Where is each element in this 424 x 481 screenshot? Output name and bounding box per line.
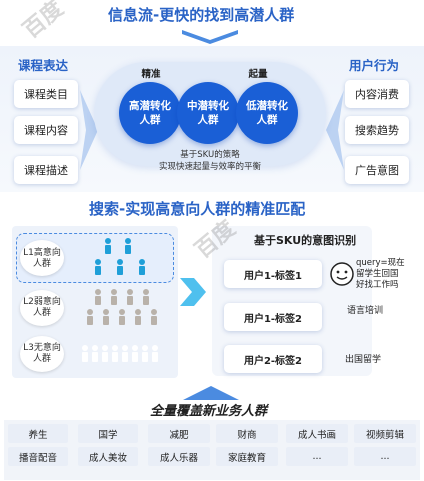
biz-financial-literacy: 财商 [216,424,278,443]
biz-adult-instruments: 成人乐器 [148,447,210,466]
user1-tag1-box: 用户1-标签1 [224,260,322,288]
low-potential-label: 低潜转化人群 [246,100,288,126]
section3-title: 全量覆盖新业务人群 [150,404,268,419]
business-grid-background [4,420,420,480]
high-potential-label: 高潜转化人群 [129,100,171,126]
course-content-box: 课程内容 [14,116,78,144]
high-potential-circle: 高潜转化人群 [119,82,181,144]
sku-intent-title: 基于SKU的意图识别 [254,234,357,247]
strategy-line-2: 实现快速起量与效率的平衡 [158,162,261,172]
query-text: query=现在留学生回国好找工作吗 [356,258,405,290]
section1-title: 信息流-更快的找到高潜人群 [108,6,295,24]
content-consumption-box: 内容消费 [345,80,409,108]
biz-chinese-studies: 国学 [78,424,138,443]
high-intent-people-icon [95,238,145,275]
strategy-line-1: 基于SKU的策略 [180,150,240,160]
course-category-box: 课程类目 [14,80,78,108]
user-avatar-icon [330,262,354,286]
level3-label: L3无意向人群 [23,343,61,364]
biz-health-preservation: 养生 [8,424,68,443]
volume-label: 起量 [248,69,268,80]
left-funnel-arrows [80,90,98,170]
ad-intent-box: 广告意图 [345,156,409,184]
level2-circle [20,290,64,326]
user2-tag2-box: 用户2-标签2 [224,345,322,373]
outcome-language-training: 语言培训 [347,306,384,316]
search-trend-box: 搜索趋势 [345,116,409,144]
precise-label: 精准 [141,69,161,80]
level1-circle [20,240,64,276]
section2-title: 搜索-实现高意向人群的精准匹配 [89,200,306,218]
biz-broadcasting-dubbing: 播音配音 [8,447,68,466]
outcome-study-abroad: 出国留学 [345,355,382,365]
biz-adult-calligraphy: 成人书画 [286,424,348,443]
user1-tag2-box: 用户1-标签2 [224,303,322,331]
biz-more-2: ... [354,447,416,466]
right-funnel-arrows [326,90,344,170]
level2-label: L2弱意向人群 [23,297,61,318]
level1-label: L1高意向人群 [23,248,61,269]
level3-circle [20,336,64,372]
weak-intent-people-icon [87,289,157,325]
mid-potential-circle: 中潜转化人群 [177,82,239,144]
course-description-box: 课程描述 [14,156,78,184]
watermark-top-left: 百度 [18,0,69,44]
biz-video-editing: 视频剪辑 [354,424,416,443]
chevron-down-icon [182,30,238,44]
left-column-header: 课程表达 [18,58,69,73]
chevron-up-icon [183,386,239,400]
no-intent-people-icon [82,345,158,362]
biz-weight-loss: 减肥 [148,424,210,443]
biz-family-education: 家庭教育 [216,447,278,466]
low-potential-circle: 低潜转化人群 [236,82,298,144]
right-column-header: 用户行为 [349,58,400,73]
mid-potential-label: 中潜转化人群 [187,100,229,126]
biz-adult-makeup: 成人美妆 [78,447,138,466]
chevron-right-icon [180,278,206,306]
biz-more-1: ... [286,447,348,466]
